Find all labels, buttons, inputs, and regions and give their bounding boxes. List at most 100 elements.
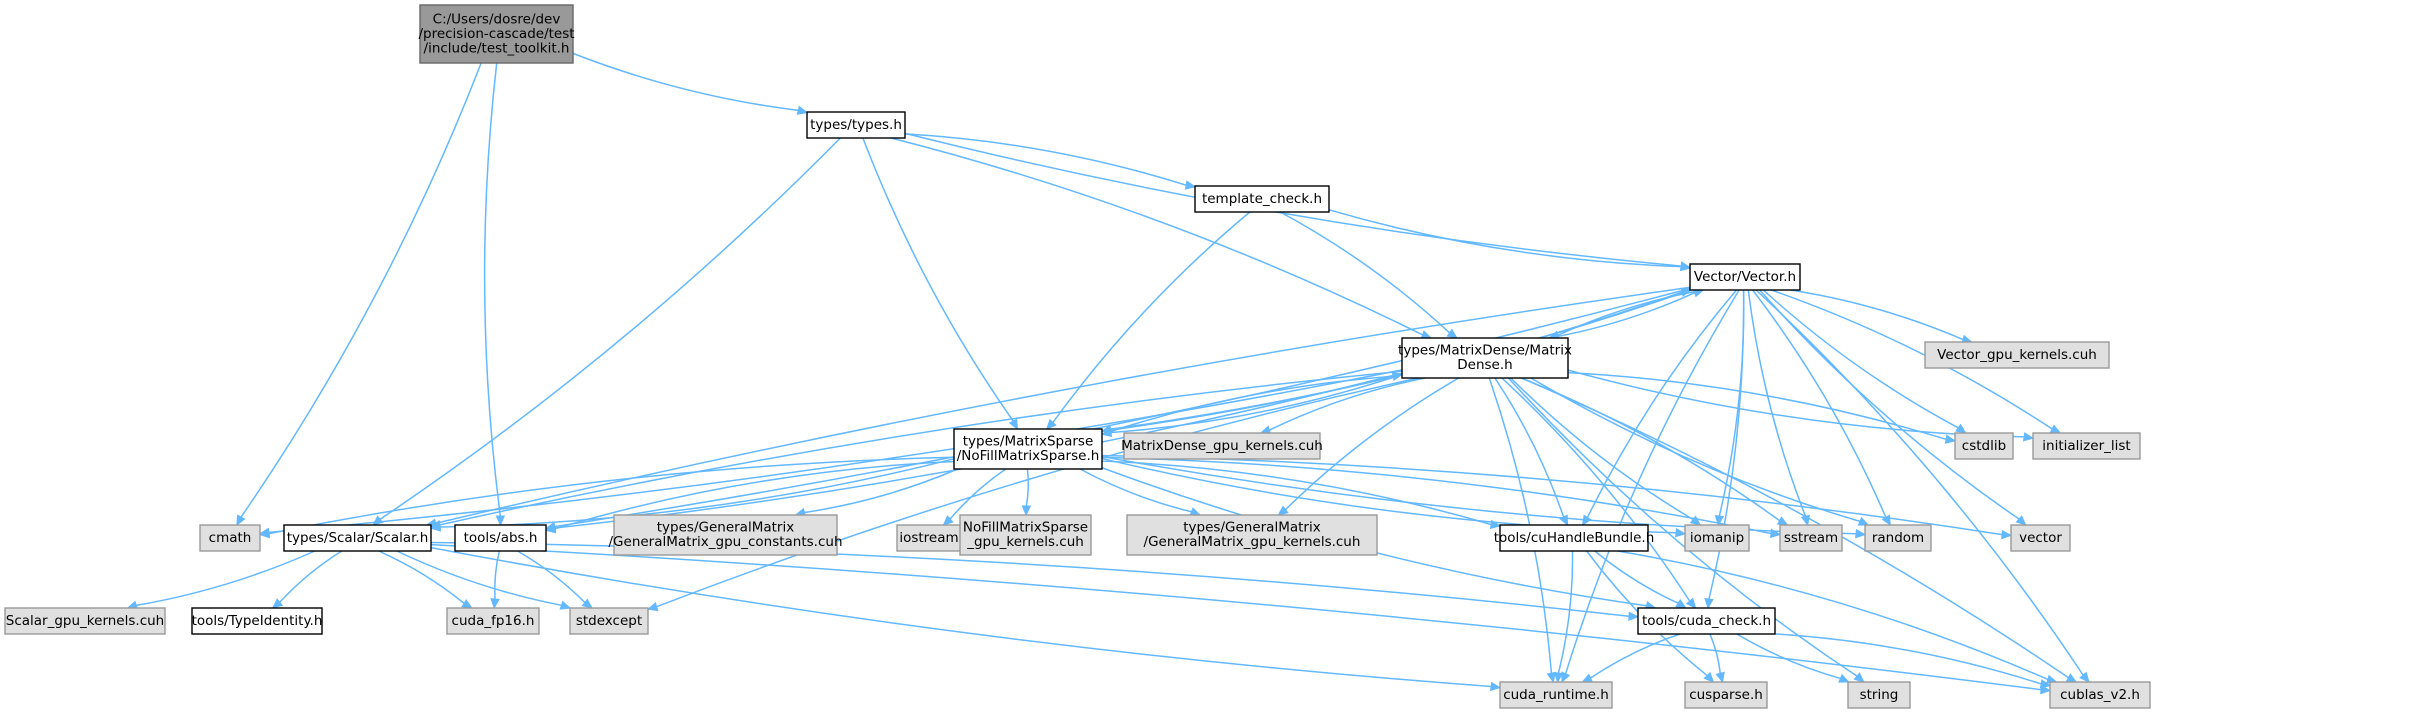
node-box bbox=[806, 111, 906, 139]
edge-line bbox=[1617, 550, 2049, 681]
edge-arrowhead bbox=[559, 600, 572, 610]
node-iomanip: iomanip bbox=[1684, 524, 1750, 552]
node-stdexcept: stdexcept bbox=[569, 607, 649, 635]
edge-vector-to-vector_std bbox=[1759, 289, 2027, 526]
node-template_check[interactable]: template_check.h bbox=[1194, 185, 1330, 213]
edge-line bbox=[1564, 289, 1740, 675]
graph-nodes: C:/Users/dosre/dev/precision-cascade/tes… bbox=[4, 4, 2151, 709]
node-box bbox=[953, 428, 1103, 470]
node-cuhandle[interactable]: tools/cuHandleBundle.h bbox=[1494, 524, 1655, 552]
edge-line bbox=[904, 133, 1187, 186]
edge-line bbox=[279, 550, 343, 603]
node-label-line: /include/test_toolkit.h bbox=[424, 40, 570, 56]
node-label-line: /GeneralMatrix_gpu_kernels.cuh bbox=[1144, 534, 1361, 550]
node-label-line: cmath bbox=[209, 530, 252, 546]
node-label-line: vector bbox=[2019, 530, 2062, 546]
edge-arrowhead bbox=[1674, 527, 1687, 538]
node-scalar[interactable]: types/Scalar/Scalar.h bbox=[283, 524, 432, 552]
edge-root-to-types bbox=[572, 52, 809, 115]
edge-line bbox=[949, 468, 1007, 520]
edge-matrixsparse-to-matrixdense bbox=[1101, 371, 1404, 435]
edge-matrixsparse-to-iostream bbox=[942, 468, 1007, 526]
edge-matrixdense-to-stdexcept bbox=[646, 377, 1419, 612]
edge-line bbox=[136, 550, 316, 607]
edge-arrowhead bbox=[429, 522, 442, 532]
edge-abs-to-stdexcept bbox=[517, 550, 593, 609]
node-matrixsparse[interactable]: types/MatrixSparse/NoFillMatrixSparse.h bbox=[953, 428, 1103, 470]
graph-edges bbox=[126, 52, 2090, 695]
edge-arrowhead bbox=[581, 598, 593, 609]
node-abs[interactable]: tools/abs.h bbox=[454, 524, 547, 552]
node-root[interactable]: C:/Users/dosre/dev/precision-cascade/tes… bbox=[418, 4, 575, 64]
edge-arrowhead bbox=[1685, 597, 1697, 609]
edge-line bbox=[1586, 289, 1738, 518]
edge-arrowhead bbox=[1008, 418, 1018, 431]
node-box bbox=[2049, 681, 2151, 709]
node-box bbox=[1847, 681, 1911, 709]
node-sstream: sstream bbox=[1779, 524, 1843, 552]
node-cublas: cublas_v2.h bbox=[2049, 681, 2151, 709]
node-label-line: iostream bbox=[899, 530, 958, 546]
edge-scalar-to-typeidentity bbox=[271, 550, 343, 609]
edge-template_check-to-matrixdense bbox=[1279, 211, 1458, 339]
edge-line bbox=[656, 377, 1419, 608]
edge-line bbox=[1557, 289, 1704, 337]
edge-cuda_check-to-cublas bbox=[1774, 633, 2052, 689]
edge-arrowhead bbox=[1776, 516, 1789, 526]
node-nofill_gpu: NoFillMatrixSparse_gpu_kernels.cuh bbox=[959, 514, 1092, 556]
edge-scalar-to-cublas bbox=[430, 543, 2052, 695]
edge-arrowhead bbox=[271, 598, 284, 609]
node-box bbox=[191, 607, 323, 635]
edge-matrixdense-to-cuda_runtime bbox=[1488, 377, 1556, 684]
edge-line bbox=[430, 546, 1492, 688]
edge-root-to-abs bbox=[483, 62, 506, 527]
node-label-line: Vector/Vector.h bbox=[1694, 269, 1796, 285]
edge-line bbox=[1269, 377, 1426, 431]
node-box bbox=[2010, 524, 2071, 552]
edge-matrixdense-to-matrixdense_gpu bbox=[1259, 377, 1426, 435]
edge-arrowhead bbox=[1489, 681, 1502, 692]
edge-scalar-to-scalar_gpu bbox=[126, 550, 316, 610]
edge-arrowhead bbox=[461, 598, 473, 609]
edge-arrowhead bbox=[1045, 418, 1057, 430]
node-typeidentity[interactable]: tools/TypeIdentity.h bbox=[191, 607, 323, 635]
edge-line bbox=[1507, 377, 1858, 677]
edge-vector-to-scalar bbox=[425, 286, 1691, 528]
edge-arrowhead bbox=[2001, 529, 2013, 540]
node-string: string bbox=[1847, 681, 1911, 709]
edge-line bbox=[1521, 377, 2069, 679]
node-box bbox=[1779, 524, 1843, 552]
edge-arrowhead bbox=[1184, 180, 1197, 190]
edge-vector-to-cuda_check bbox=[1704, 289, 1745, 610]
edge-line bbox=[572, 52, 799, 112]
node-matrixdense[interactable]: types/MatrixDense/MatrixDense.h bbox=[1398, 337, 1572, 379]
edge-line bbox=[554, 287, 1691, 528]
node-box bbox=[1864, 524, 1932, 552]
edge-arrowhead bbox=[1675, 598, 1687, 609]
node-iostream: iostream bbox=[896, 524, 962, 552]
node-label-line: types/GeneralMatrix bbox=[657, 520, 794, 536]
node-cuda_fp16: cuda_fp16.h bbox=[446, 607, 540, 635]
edge-arrowhead bbox=[258, 528, 270, 539]
node-box bbox=[1954, 432, 2014, 460]
node-label-line: /precision-cascade/test bbox=[418, 26, 574, 42]
edge-line bbox=[904, 132, 1682, 267]
edge-arrowhead bbox=[1838, 673, 1850, 683]
edge-line bbox=[1110, 373, 1403, 434]
node-box bbox=[1499, 681, 1613, 709]
edge-vector-to-cublas bbox=[1755, 289, 2090, 683]
node-cuda_check[interactable]: tools/cuda_check.h bbox=[1637, 607, 1776, 635]
edge-arrowhead bbox=[1546, 671, 1556, 684]
edge-line bbox=[439, 370, 1403, 526]
node-gm_kernels: types/GeneralMatrix/GeneralMatrix_gpu_ke… bbox=[1126, 514, 1378, 556]
node-box bbox=[1637, 607, 1776, 635]
edge-line bbox=[1530, 377, 1861, 523]
edge-matrixdense-to-random bbox=[1530, 377, 1870, 526]
node-types[interactable]: types/types.h bbox=[806, 111, 906, 139]
edge-line bbox=[1101, 456, 1772, 535]
node-vector_std: vector bbox=[2010, 524, 2071, 552]
edge-abs-to-cuda_fp16 bbox=[490, 550, 501, 610]
node-box bbox=[1689, 263, 1801, 291]
node-vector[interactable]: Vector/Vector.h bbox=[1689, 263, 1801, 291]
